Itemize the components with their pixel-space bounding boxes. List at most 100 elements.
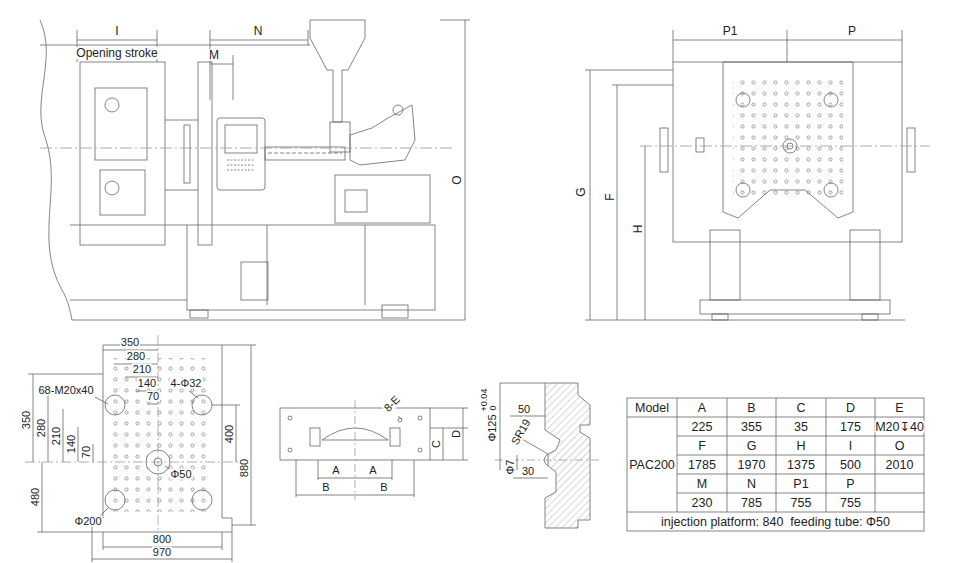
- table-cell: 230: [691, 496, 714, 509]
- side-view-part: [165, 190, 198, 191]
- front-view-part: [645, 146, 646, 320]
- side-view-part: [335, 175, 430, 223]
- dimension-value: 70: [146, 391, 160, 402]
- dimension-letter: H: [632, 224, 644, 235]
- dimension-value: 30: [521, 466, 535, 477]
- side-view-part: [190, 310, 208, 318]
- spec-table-part: [627, 417, 924, 418]
- side-view-part: [267, 225, 268, 305]
- platen-view-part: [28, 374, 103, 375]
- spec-table-part: [677, 455, 924, 456]
- mold-plate-part: [430, 460, 468, 461]
- side-view-part: [382, 305, 408, 318]
- dimension-letter: I: [114, 25, 119, 37]
- side-view-part: [40, 45, 310, 46]
- dimension-letter: O: [451, 174, 463, 185]
- table-cell: P: [845, 477, 855, 490]
- front-view-part: [787, 30, 788, 62]
- table-cell: 755: [839, 496, 862, 509]
- side-view-part: [210, 40, 308, 41]
- table-cell: A: [697, 401, 707, 414]
- side-view-part: [265, 147, 345, 160]
- platen-view: [25, 335, 256, 562]
- dimension-value: 0: [489, 404, 498, 411]
- side-view-part: [70, 225, 187, 226]
- side-view-part: [40, 20, 72, 320]
- side-view-part: [330, 122, 350, 152]
- nozzle-section-part: [517, 455, 518, 470]
- platen-view-part: [108, 358, 210, 512]
- front-view-part: [733, 80, 843, 200]
- side-view-part: [105, 98, 119, 112]
- front-view-part: [850, 230, 880, 300]
- front-view-part: [673, 40, 902, 41]
- platen-view-part: [147, 404, 158, 405]
- platen-view-part: [232, 525, 256, 526]
- dimension-letter: F: [604, 192, 616, 201]
- platen-view-part: [192, 395, 212, 415]
- dimension-letter: G: [575, 186, 587, 197]
- platen-view-part: [95, 397, 108, 404]
- table-cell: 1375: [786, 458, 816, 471]
- table-cell: PAC200: [628, 458, 676, 471]
- table-cell: F: [697, 439, 707, 452]
- table-cell: D: [845, 401, 856, 414]
- front-view-part: [640, 146, 930, 147]
- dimension-value: 480: [30, 487, 41, 507]
- platen-view-part: [78, 427, 79, 462]
- dimension-value: 68-M20x40: [37, 385, 94, 396]
- front-view-part: [585, 320, 905, 321]
- mold-plate-part: [318, 460, 319, 480]
- dimension-value: 280: [126, 351, 146, 362]
- side-view-part: [184, 125, 190, 183]
- front-view-part: [736, 93, 750, 107]
- front-view-part: [712, 314, 728, 320]
- front-view-part: [585, 70, 673, 71]
- spec-table-part: [627, 512, 924, 513]
- side-view: [40, 20, 470, 320]
- mold-plate-part: [392, 460, 393, 480]
- platen-view-part: [33, 374, 34, 462]
- platen-view-part: [105, 490, 125, 510]
- side-view-part: [100, 170, 145, 215]
- side-view-part: [95, 88, 147, 160]
- platen-view-part: [93, 444, 94, 462]
- dimension-value: 70: [81, 445, 92, 459]
- side-view-part: [241, 262, 268, 300]
- dimension-value: 970: [152, 547, 172, 558]
- nozzle-section-part: [513, 478, 548, 479]
- dimension-value: C: [431, 439, 442, 449]
- table-cell: I: [848, 439, 853, 452]
- table-cell: 2010: [885, 458, 915, 471]
- mold-plate-part: [463, 408, 464, 460]
- dimension-value: B: [379, 482, 388, 493]
- nozzle-section-part: [500, 383, 545, 384]
- table-cell: H: [795, 439, 806, 452]
- side-view-part: [308, 30, 309, 45]
- platen-view-part: [37, 532, 92, 533]
- table-cell: injection platform: 840 feeding tube: Φ5…: [660, 515, 891, 528]
- side-view-part: [70, 300, 187, 301]
- dimension-value: A: [368, 465, 377, 476]
- platen-view-part: [222, 345, 256, 346]
- side-view-part: [72, 320, 465, 321]
- mold-plate-part: [430, 408, 468, 409]
- side-view-part: [365, 225, 366, 305]
- mold-plate-part: [296, 460, 297, 497]
- spec-table-part: [677, 474, 924, 475]
- platen-view-part: [25, 462, 240, 463]
- dimension-value: A: [331, 465, 340, 476]
- mold-plate-part: [310, 428, 320, 446]
- dimension-value: 880: [239, 458, 250, 478]
- nozzle-section-part: [500, 383, 501, 470]
- dimension-value: SR19: [509, 416, 533, 447]
- dimension-letter: M: [208, 49, 220, 61]
- table-cell: 785: [740, 496, 763, 509]
- front-view-part: [723, 62, 853, 218]
- side-view-part: [40, 148, 455, 149]
- table-cell: 175: [839, 420, 862, 433]
- platen-view-part: [92, 559, 232, 560]
- platen-view-part: [105, 395, 125, 415]
- dimension-value: Φ7: [505, 459, 516, 476]
